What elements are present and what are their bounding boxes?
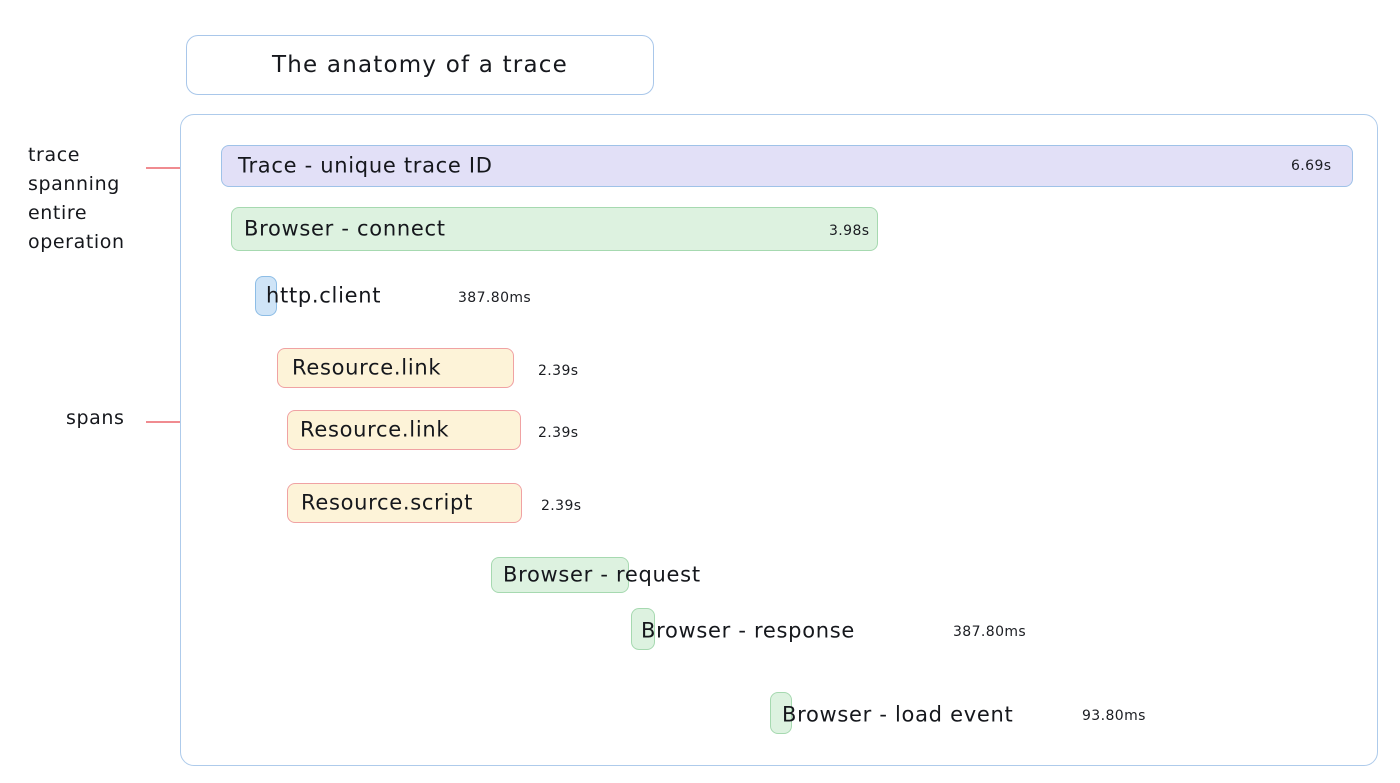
span-name-label: Browser - request xyxy=(503,562,701,587)
span-name-label: Browser - response xyxy=(641,618,856,643)
span-bar[interactable] xyxy=(277,348,514,388)
span-name-label: Resource.link xyxy=(292,355,442,380)
span-bar[interactable] xyxy=(221,145,1353,187)
span-name-label: Resource.link xyxy=(300,417,450,442)
span-bar[interactable] xyxy=(491,557,629,593)
span-bar[interactable] xyxy=(255,276,277,316)
span-bar[interactable] xyxy=(631,608,655,650)
span-duration-label: 2.39s xyxy=(538,425,579,441)
diagram-title-box: The anatomy of a trace xyxy=(186,35,654,95)
span-bar[interactable] xyxy=(231,207,878,251)
span-name-label: Resource.script xyxy=(301,490,473,515)
span-name-label: Browser - load event xyxy=(782,702,1014,727)
span-bar[interactable] xyxy=(770,692,792,734)
annotation-trace-label: trace spanning entire operation xyxy=(28,144,125,253)
spans-bracket-horizontal-line xyxy=(146,421,212,423)
span-name-label: http.client xyxy=(266,283,382,308)
span-name-label: Browser - connect xyxy=(244,216,446,241)
span-duration-label: 93.80ms xyxy=(1082,708,1146,724)
span-bar[interactable] xyxy=(287,410,521,450)
span-duration-label: 6.69s xyxy=(1291,158,1332,174)
trace-bracket-horizontal-line xyxy=(146,167,206,169)
page-title: The anatomy of a trace xyxy=(272,52,568,78)
span-bar[interactable] xyxy=(287,483,522,523)
annotation-spans-label: spans xyxy=(66,407,125,429)
span-name-label: Trace - unique trace ID xyxy=(238,153,493,178)
span-duration-label: 387.80ms xyxy=(953,624,1027,640)
span-duration-label: 387.80ms xyxy=(458,290,532,306)
span-duration-label: 2.39s xyxy=(538,363,579,379)
span-duration-label: 3.98s xyxy=(829,223,870,239)
span-duration-label: 2.39s xyxy=(541,498,582,514)
